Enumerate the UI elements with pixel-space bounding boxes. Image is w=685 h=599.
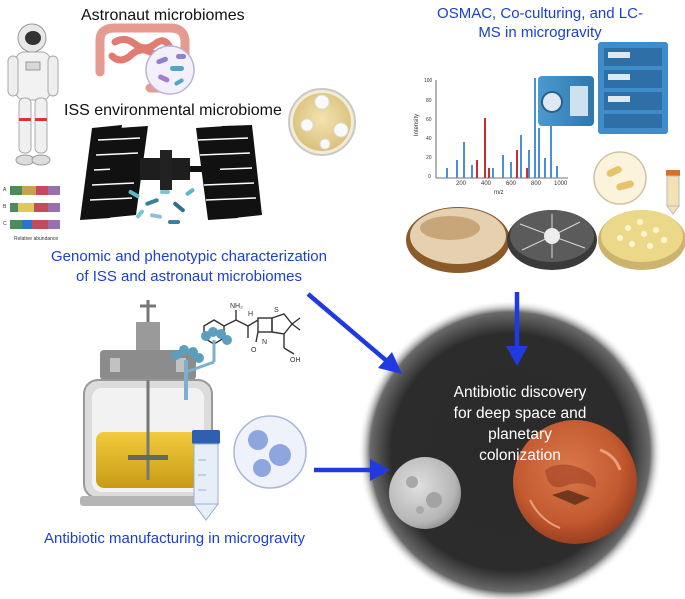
spectrum-y-tick-20: 20: [426, 155, 432, 161]
genomic-label-line2: of ISS and astronaut microbiomes: [76, 268, 302, 285]
svg-text:O: O: [251, 347, 257, 354]
genomic-label-line1: Genomic and phenotypic characterization: [51, 248, 327, 265]
center-line-2: for deep space and: [453, 405, 587, 422]
lc-ms-instrument-icon: [538, 42, 668, 134]
relative-abundance-chart: [10, 186, 60, 229]
abundance-row-c: C: [3, 221, 7, 227]
abundance-row-a: A: [3, 187, 7, 193]
spectrum-ylabel: Intensity: [414, 113, 421, 137]
falcon-tube-icon: [192, 430, 220, 521]
spectrum-x-tick-1000: 1000: [554, 181, 568, 187]
iss-environmental-label: ISS environmental microbiome: [64, 102, 282, 119]
osmac-label-line2: MS in microgravity: [478, 24, 602, 41]
spectrum-y-tick-0: 0: [428, 174, 431, 180]
fungus-icon: [171, 327, 232, 400]
abundance-xlabel: Relative abundance: [14, 236, 59, 242]
center-line-3: planetary: [488, 426, 552, 443]
moon-icon: [389, 457, 461, 529]
svg-text:S: S: [274, 307, 279, 314]
astronaut-figure: [7, 23, 59, 166]
culture-tube-icon: [593, 151, 680, 215]
crystals-magnifier-icon: [233, 415, 307, 489]
osmac-label-line1: OSMAC, Co-culturing, and LC-: [437, 5, 643, 22]
spectrum-x-tick-200: 200: [456, 181, 467, 187]
center-line-1: Antibiotic discovery: [453, 384, 587, 401]
spectrum-y-tick-80: 80: [426, 98, 432, 104]
svg-text:OH: OH: [290, 357, 301, 364]
mass-spectrum-chart: [435, 78, 568, 179]
svg-text:NH₂: NH₂: [230, 303, 243, 310]
spectrum-y-tick-60: 60: [426, 117, 432, 123]
svg-text:H: H: [248, 311, 253, 318]
arrow-osmac-to-center: [506, 292, 528, 366]
bioreactor-icon: [80, 300, 216, 506]
microbe-magnifier-icon: [145, 45, 195, 95]
spectrum-x-tick-600: 600: [506, 181, 517, 187]
center-line-4: colonization: [479, 447, 561, 464]
svg-text:N: N: [262, 339, 267, 346]
spectrum-x-tick-800: 800: [531, 181, 542, 187]
arrow-genomic-to-center: [306, 292, 402, 374]
spectrum-x-tick-400: 400: [481, 181, 492, 187]
abundance-row-b: B: [3, 204, 7, 210]
iss-station-icon: [80, 125, 262, 220]
penicillin-labels: NH₂ H S N O OH: [230, 303, 301, 364]
petri-dish-colonies-icon: [288, 88, 356, 156]
arrow-manufacturing-to-center: [314, 459, 390, 481]
manufacturing-label: Antibiotic manufacturing in microgravity: [44, 530, 305, 547]
culture-plates-icon: [406, 207, 685, 273]
spectrum-y-tick-40: 40: [426, 136, 432, 142]
mars-icon: [513, 420, 637, 544]
microbe-cluster-icon: [128, 188, 195, 224]
astronaut-microbiomes-label: Astronaut microbiomes: [81, 7, 245, 24]
spectrum-xlabel: m/z: [494, 190, 504, 196]
center-title: Antibiotic discovery for deep space and …: [425, 382, 615, 466]
spectrum-y-tick-100: 100: [424, 78, 433, 84]
